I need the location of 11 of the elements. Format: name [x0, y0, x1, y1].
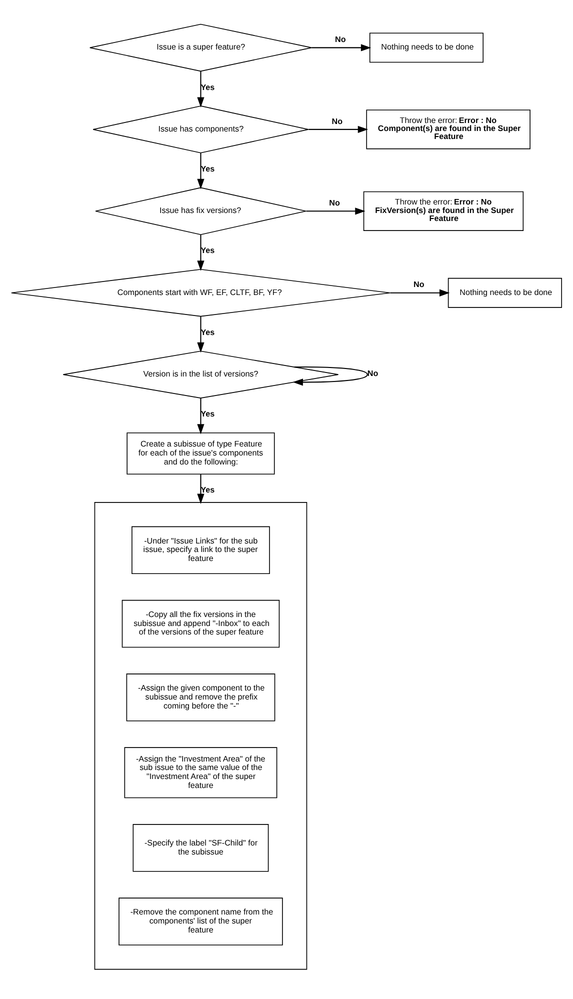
edge-label: No [329, 198, 340, 207]
edge-label: Yes [200, 164, 215, 173]
edge-label: Yes [200, 409, 215, 418]
edge-label: Yes [200, 485, 215, 494]
edge-label: No [367, 368, 378, 378]
edge-label: Yes [200, 327, 215, 336]
edge-label: Yes [200, 246, 215, 255]
edge-label: No [335, 34, 346, 44]
edge-label: Yes [200, 82, 215, 92]
edge-label: No [414, 280, 424, 289]
edge-label: No [332, 116, 343, 126]
